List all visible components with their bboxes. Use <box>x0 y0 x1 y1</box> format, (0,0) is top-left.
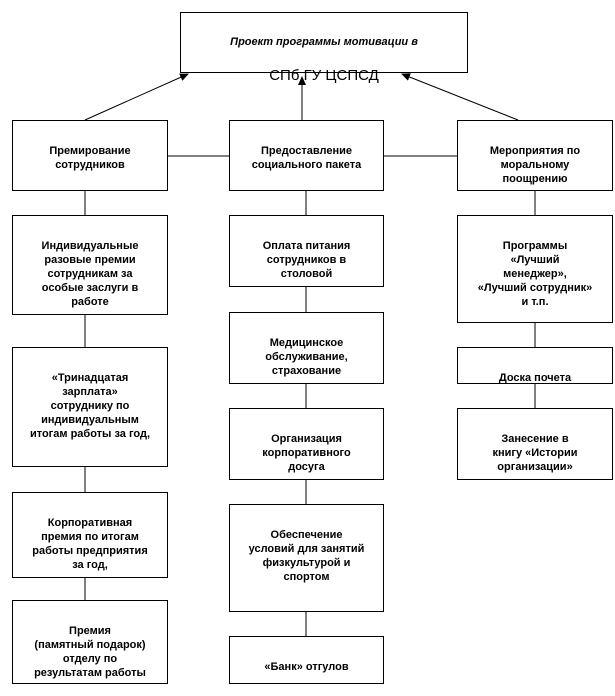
col3-item-label: Программы «Лучший менеджер», «Лучший сот… <box>477 240 593 308</box>
col2-item-label: Оплата питания сотрудников в столовой <box>262 240 351 280</box>
col1-item-label: Премия (памятный подарок) отделу по резу… <box>34 625 146 679</box>
col2-item-label: Медицинское обслуживание, страхование <box>265 337 348 377</box>
col1-item-box: Индивидуальные разовые премии сотрудника… <box>12 215 168 315</box>
arrow-right <box>401 73 519 121</box>
col3-item-label: Доска почета <box>498 372 572 384</box>
col2-item-box: «Банк» отгулов <box>229 636 384 684</box>
col1-header-label: Премирование сотрудников <box>49 145 131 171</box>
col3-header-label: Мероприятия по моральному поощрению <box>489 145 581 185</box>
col1-item-label: Индивидуальные разовые премии сотрудника… <box>41 240 139 308</box>
col3-item-box: Доска почета <box>457 347 613 384</box>
diagram-title-box: Проект программы мотивации в СПб ГУ ЦСПС… <box>180 12 468 83</box>
col3-header-box: Мероприятия по моральному поощрению <box>457 120 613 191</box>
col2-item-label: Организация корпоративного досуга <box>262 433 351 473</box>
col3-item-box: Занесение в книгу «Истории организации» <box>457 408 613 480</box>
col1-item-box: Премия (памятный подарок) отделу по резу… <box>12 600 168 684</box>
col2-item-label: «Банк» отгулов <box>264 661 349 673</box>
col1-header-box: Премирование сотрудников <box>12 120 168 191</box>
col2-item-box: Оплата питания сотрудников в столовой <box>229 215 384 287</box>
col2-header-box: Предоставление социального пакета <box>229 120 384 191</box>
col2-item-box: Медицинское обслуживание, страхование <box>229 312 384 384</box>
col1-item-label: «Тринадцатая зарплата» сотруднику по инд… <box>29 372 151 440</box>
col2-item-box: Обеспечение условий для занятий физкульт… <box>229 504 384 612</box>
col2-item-box: Организация корпоративного досуга <box>229 408 384 480</box>
diagram-title-line1: Проект программы мотивации в <box>230 36 418 48</box>
col1-item-box: Корпоративная премия по итогам работы пр… <box>12 492 168 578</box>
col1-item-label: Корпоративная премия по итогам работы пр… <box>32 517 148 571</box>
col3-item-box: Программы «Лучший менеджер», «Лучший сот… <box>457 215 613 323</box>
col2-item-label: Обеспечение условий для занятий физкульт… <box>248 529 365 583</box>
col3-item-label: Занесение в книгу «Истории организации» <box>492 433 578 473</box>
diagram-title-line2: СПб ГУ ЦСПСД <box>269 67 379 84</box>
arrow-left <box>84 73 189 121</box>
col1-item-box: «Тринадцатая зарплата» сотруднику по инд… <box>12 347 168 467</box>
col2-header-label: Предоставление социального пакета <box>251 145 362 171</box>
